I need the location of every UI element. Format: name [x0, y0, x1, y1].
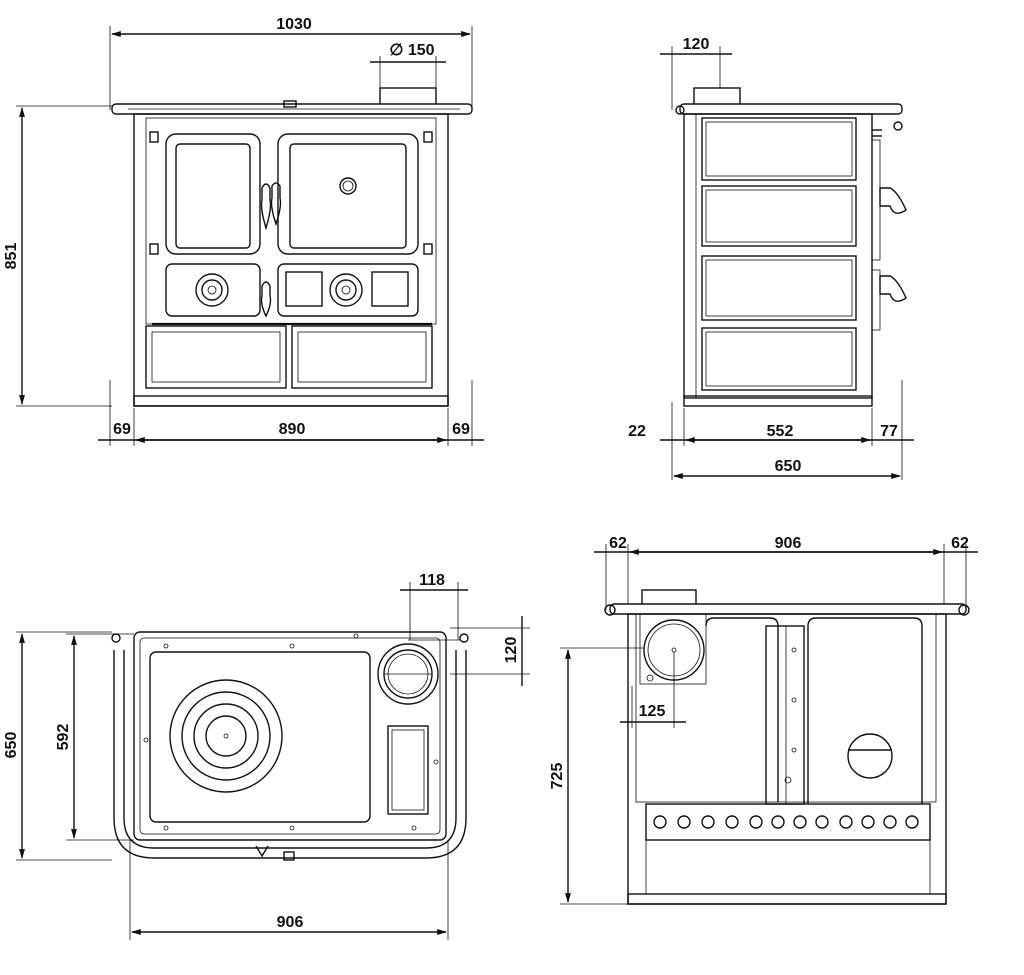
dim-top-depth-body: 592 [55, 724, 72, 751]
side-view: 120 22 552 [628, 36, 914, 480]
dim-top-flue-offset-y: 120 [503, 637, 520, 664]
dim-front-height: 851 [3, 243, 20, 270]
dim-side-depth-total: 650 [775, 458, 802, 475]
dim-front-flue-diameter: ∅ 150 [389, 42, 434, 59]
dim-front-width-total: 1030 [276, 16, 312, 33]
top-view: 118 120 650 592 [3, 572, 530, 940]
dim-top-flue-offset-x: 118 [419, 572, 445, 589]
flue-collar-icon [377, 643, 439, 705]
rear-view: 62 906 62 [549, 535, 978, 905]
dim-rear-width: 906 [775, 535, 802, 552]
dim-rear-flue-offset: 125 [639, 703, 666, 720]
dim-side-flue-offset: 120 [683, 36, 710, 53]
dim-front-side-right: 69 [452, 421, 470, 438]
vent-holes [653, 815, 919, 829]
dim-side-back-offset: 22 [628, 423, 646, 440]
dim-top-depth-total: 650 [3, 732, 20, 759]
dim-side-front-offset: 77 [880, 423, 898, 440]
dim-side-body-depth: 552 [767, 423, 794, 440]
dim-rear-side-right: 62 [951, 535, 969, 552]
rear-cleanout-icon [847, 733, 893, 779]
rear-flue-outlet-icon [639, 613, 707, 685]
hotplate-rings-icon [169, 679, 283, 793]
air-regulator-left-icon [195, 273, 229, 307]
dim-front-body-width: 890 [279, 421, 306, 438]
front-view: 1030 ∅ 150 851 [3, 16, 484, 446]
dim-front-side-left: 69 [113, 421, 131, 438]
dim-top-width: 906 [277, 914, 304, 931]
air-regulator-right-icon [329, 273, 363, 307]
dim-rear-flue-height: 725 [549, 763, 566, 790]
dim-rear-side-left: 62 [609, 535, 627, 552]
